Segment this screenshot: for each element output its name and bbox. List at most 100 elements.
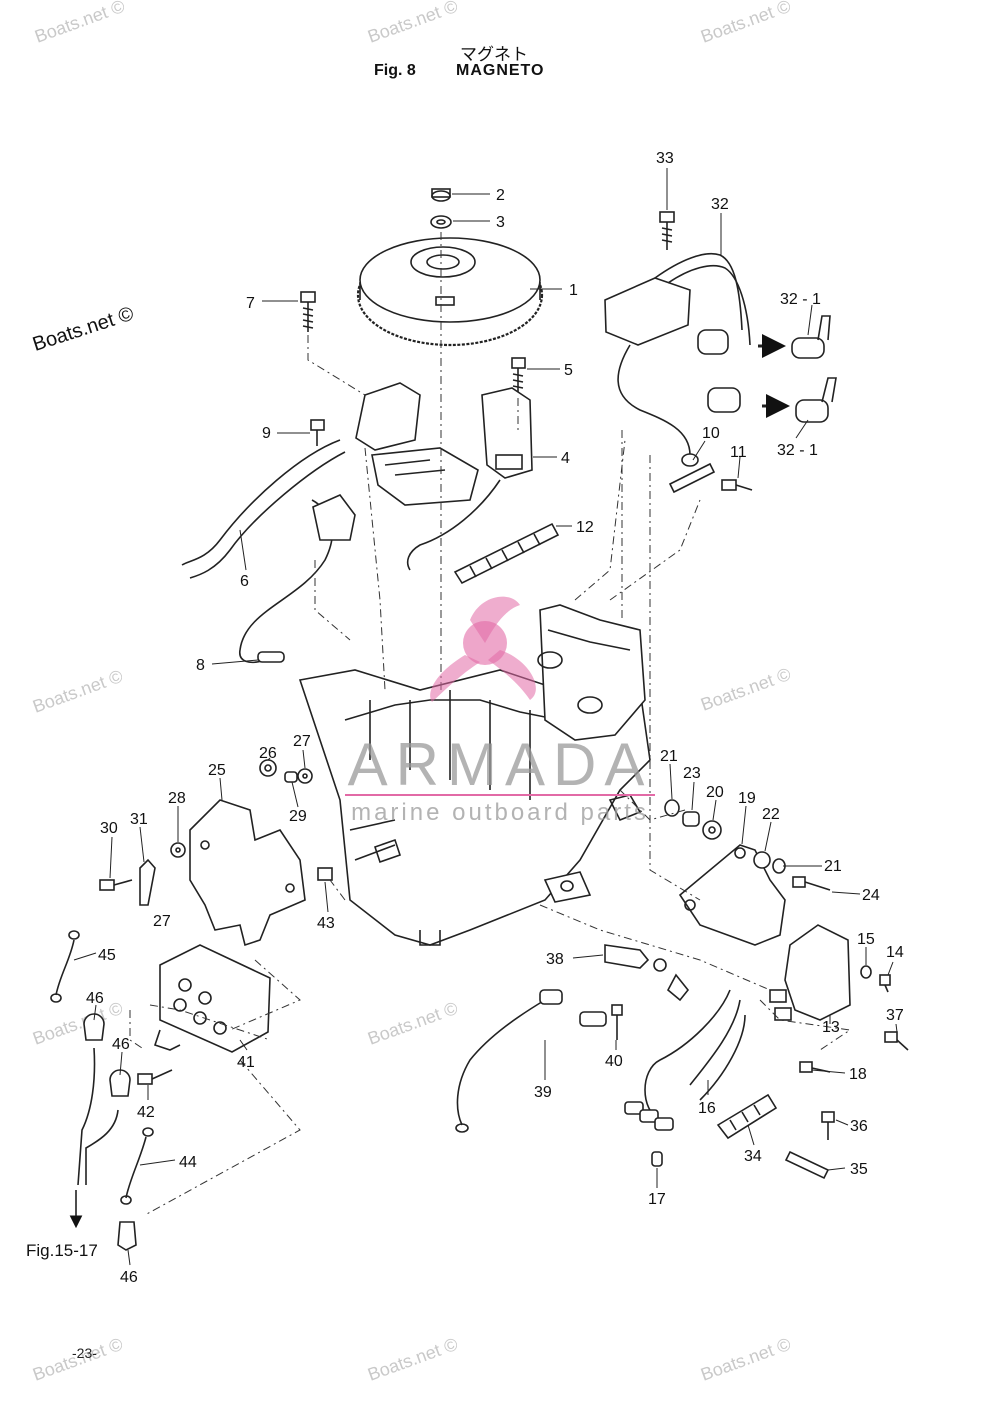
collar-part-29 bbox=[284, 771, 298, 783]
grommet-part-26 bbox=[259, 759, 277, 777]
callout-3: 3 bbox=[496, 214, 505, 231]
washer-part-27a bbox=[297, 768, 313, 784]
wire-part-45 bbox=[50, 930, 80, 1003]
bracket-part-19 bbox=[678, 844, 786, 946]
callout-35: 35 bbox=[850, 1161, 868, 1178]
engine-block bbox=[298, 604, 651, 946]
callout-15: 15 bbox=[857, 931, 875, 948]
pulser-coil-part-4 bbox=[406, 387, 533, 571]
bolt-part-40 bbox=[611, 1004, 623, 1040]
arrows-to-plug-caps bbox=[758, 334, 790, 418]
bolt-part-30 bbox=[99, 879, 133, 891]
callout-29: 29 bbox=[289, 808, 307, 825]
page-number: -23- bbox=[72, 1345, 97, 1361]
callout-8: 8 bbox=[196, 657, 205, 674]
callout-41: 41 bbox=[237, 1054, 255, 1071]
washer-part-21a bbox=[664, 799, 680, 817]
callout-26: 26 bbox=[259, 745, 277, 762]
part-drawings bbox=[50, 188, 909, 1251]
callout-45: 45 bbox=[98, 947, 116, 964]
callout-13: 13 bbox=[822, 1019, 840, 1036]
callout-33: 33 bbox=[656, 150, 674, 167]
callout-28: 28 bbox=[168, 790, 186, 807]
grommet-part-22 bbox=[753, 851, 771, 869]
callout-32-1-bottom: 32 - 1 bbox=[777, 442, 818, 459]
callout-19: 19 bbox=[738, 790, 756, 807]
bolt-part-24 bbox=[792, 876, 831, 891]
screw-part-5 bbox=[511, 357, 526, 395]
callout-27-lower: 27 bbox=[153, 913, 171, 930]
tube-part-12 bbox=[453, 522, 560, 585]
bolt-part-36 bbox=[821, 1111, 835, 1140]
bolt-part-42 bbox=[137, 1069, 173, 1085]
washer-part-28 bbox=[170, 842, 186, 858]
callout-37: 37 bbox=[886, 1007, 904, 1024]
exciter-coil-assembly bbox=[181, 382, 479, 579]
cdi-unit-part-13 bbox=[769, 924, 851, 1021]
wires-to-fig15-17 bbox=[69, 1047, 119, 1229]
callout-12: 12 bbox=[576, 519, 594, 536]
callout-44: 44 bbox=[179, 1154, 197, 1171]
terminal-part-17 bbox=[651, 1151, 663, 1167]
callout-21-left: 21 bbox=[660, 748, 678, 765]
callout-16: 16 bbox=[698, 1100, 716, 1117]
callout-14: 14 bbox=[886, 944, 904, 961]
title-japanese: マグネト bbox=[460, 45, 528, 65]
callout-4: 4 bbox=[561, 450, 570, 467]
callout-46-mid: 46 bbox=[112, 1036, 130, 1053]
grommet-part-20 bbox=[702, 820, 722, 840]
callout-31: 31 bbox=[130, 811, 148, 828]
wire-part-39 bbox=[455, 989, 607, 1133]
callout-46-top: 46 bbox=[86, 990, 104, 1007]
wire-part-8 bbox=[239, 494, 356, 664]
callout-46-bottom: 46 bbox=[120, 1269, 138, 1286]
bolt-part-33 bbox=[659, 211, 675, 250]
callout-5: 5 bbox=[564, 362, 573, 379]
screw-part-9 bbox=[310, 419, 325, 446]
figure-title: MAGNETO bbox=[456, 62, 545, 79]
callout-23: 23 bbox=[683, 765, 701, 782]
junction-box-part-41 bbox=[153, 944, 271, 1053]
callout-25: 25 bbox=[208, 762, 226, 779]
callout-leaders bbox=[73, 168, 898, 1266]
callout-43: 43 bbox=[317, 915, 335, 932]
figure-reference: Fig.15-17 bbox=[26, 1241, 98, 1260]
tube-part-34 bbox=[716, 1093, 778, 1140]
cap-part-46c bbox=[117, 1221, 137, 1251]
plug-cap-part-32-1b bbox=[795, 377, 837, 423]
nut-part-43 bbox=[317, 867, 333, 881]
callout-39: 39 bbox=[534, 1084, 552, 1101]
plate-part-10 bbox=[668, 453, 716, 494]
cap-part-46a bbox=[83, 1013, 105, 1041]
brand-watermark: ARMADA marine outboard parts bbox=[345, 596, 655, 826]
callout-6: 6 bbox=[240, 573, 249, 590]
plug-cap-part-32-1a bbox=[791, 315, 831, 359]
callout-42: 42 bbox=[137, 1104, 155, 1121]
callout-2: 2 bbox=[496, 187, 505, 204]
wire-harness-part-16 bbox=[624, 989, 746, 1131]
bolt-part-37 bbox=[884, 1031, 909, 1051]
callout-9: 9 bbox=[262, 425, 271, 442]
callout-38: 38 bbox=[546, 951, 564, 968]
callout-34: 34 bbox=[744, 1148, 762, 1165]
washer-part-15 bbox=[860, 965, 872, 979]
callout-1: 1 bbox=[569, 282, 578, 299]
washer-part-3 bbox=[430, 215, 452, 229]
callout-30: 30 bbox=[100, 820, 118, 837]
callout-22: 22 bbox=[762, 806, 780, 823]
collar-part-23 bbox=[682, 811, 700, 827]
sensor-part-38 bbox=[604, 944, 690, 1002]
nut-part-2 bbox=[431, 188, 451, 202]
callout-27-upper: 27 bbox=[293, 733, 311, 750]
callout-40: 40 bbox=[605, 1053, 623, 1070]
callout-7: 7 bbox=[246, 295, 255, 312]
bracket-part-25 bbox=[189, 799, 306, 947]
ignition-coil-part-32 bbox=[604, 253, 751, 456]
bolt-part-11 bbox=[721, 479, 753, 491]
assembly-guide-lines bbox=[129, 232, 852, 1216]
brand-tagline: marine outboard parts bbox=[351, 799, 649, 826]
callout-18: 18 bbox=[849, 1066, 867, 1083]
callout-36: 36 bbox=[850, 1118, 868, 1135]
